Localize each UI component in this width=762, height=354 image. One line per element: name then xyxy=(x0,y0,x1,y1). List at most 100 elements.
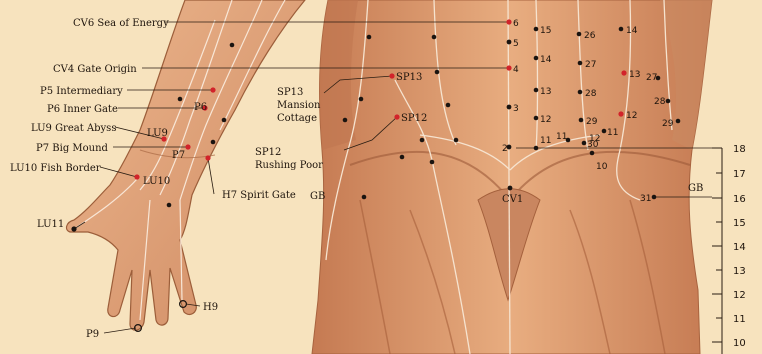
label-sp13-name: Mansion xyxy=(277,100,321,111)
num-spleen: 13 xyxy=(629,70,640,80)
acupoint-marker xyxy=(534,88,539,93)
num-lr11: 11 xyxy=(607,128,618,138)
acupoint-marker xyxy=(367,35,372,40)
label-gb-right: GB xyxy=(688,183,703,194)
scale-tick: 15 xyxy=(733,218,746,229)
acupoint-marker xyxy=(420,138,425,143)
num-gb: 27 xyxy=(646,73,657,83)
acupoint-marker xyxy=(508,186,513,191)
label-sp13-name: Cottage xyxy=(277,113,317,124)
num-cv: 2 xyxy=(502,144,508,154)
num-gb31: 31 xyxy=(640,194,651,204)
acupoint-marker xyxy=(343,118,348,123)
num-kidney: 14 xyxy=(540,55,552,65)
num-kidney: 13 xyxy=(540,87,551,97)
label-h7: H7 Spirit Gate xyxy=(222,190,296,201)
acupoint-marker xyxy=(652,195,657,200)
acupoint-marker xyxy=(579,118,584,123)
num-kidney: 15 xyxy=(540,26,551,36)
acupoint-marker xyxy=(454,138,459,143)
label-lu10: LU10 Fish Border xyxy=(10,163,101,174)
acupoint-marker xyxy=(134,174,139,179)
num-st11: 11 xyxy=(556,132,567,142)
scale-ruler xyxy=(712,148,722,354)
scale-tick: 17 xyxy=(733,169,746,180)
num-cv: 4 xyxy=(513,65,519,75)
label-lu11: LU11 xyxy=(37,219,64,230)
label-sp12-code: SP12 xyxy=(255,147,281,158)
label-h9: H9 xyxy=(203,302,218,313)
scale-tick: 13 xyxy=(733,266,746,277)
num-spleen: 14 xyxy=(626,26,638,36)
acupoint-marker xyxy=(400,155,405,160)
num-kidney: 11 xyxy=(540,136,551,146)
label-p6: P6 Inner Gate xyxy=(47,104,118,115)
acupoint-marker xyxy=(359,97,364,102)
label-cv1: CV1 xyxy=(502,194,523,205)
acupoint-marker xyxy=(389,73,394,78)
acupoint-marker xyxy=(507,40,512,45)
acupoint-marker xyxy=(666,99,671,104)
acupoint-marker xyxy=(435,70,440,75)
acupoint-marker xyxy=(534,116,539,121)
acupoint-marker xyxy=(577,32,582,37)
num-stomach: 27 xyxy=(585,60,596,70)
acupoint-marker xyxy=(618,111,623,116)
acupoint-marker xyxy=(578,61,583,66)
tag-lu10: LU10 xyxy=(143,176,170,187)
num-gb: 28 xyxy=(654,97,666,107)
tag-lu9: LU9 xyxy=(147,128,168,139)
marker-sp13: SP13 xyxy=(396,72,422,83)
acupoint-marker xyxy=(619,27,624,32)
label-sp12-name: Rushing Poor xyxy=(255,160,323,171)
acupoint-marker xyxy=(210,87,215,92)
marker-sp12: SP12 xyxy=(401,113,427,124)
num-lr12: 12 xyxy=(589,134,600,144)
acupoint-marker xyxy=(602,129,607,134)
label-p9: P9 xyxy=(86,329,99,340)
acupoint-marker xyxy=(676,119,681,124)
acupoint-marker xyxy=(506,65,511,70)
acupoint-marker xyxy=(506,19,511,24)
acupoint-marker xyxy=(394,114,399,119)
num-gb: 29 xyxy=(662,119,674,129)
acupoint-marker xyxy=(71,226,76,231)
acupoint-marker xyxy=(578,90,583,95)
acupoint-marker xyxy=(362,195,367,200)
num-cv: 5 xyxy=(513,39,519,49)
label-gb-left: GB xyxy=(310,191,325,202)
num-kidney: 12 xyxy=(540,115,551,125)
scale-tick: 11 xyxy=(733,314,746,325)
acupoint-marker xyxy=(178,97,183,102)
acupoint-marker xyxy=(582,141,587,146)
num-stomach: 28 xyxy=(585,89,597,99)
num-lr10: 10 xyxy=(596,162,608,172)
acupoint-marker xyxy=(446,103,451,108)
acupoint-marker xyxy=(534,146,539,151)
label-p7: P7 Big Mound xyxy=(36,143,109,154)
num-cv: 3 xyxy=(513,104,519,114)
acupoint-marker xyxy=(222,118,227,123)
num-spleen: 12 xyxy=(626,111,637,121)
label-lu9: LU9 Great Abyss xyxy=(31,123,116,134)
acupoint-marker xyxy=(621,70,626,75)
acupoint-marker xyxy=(534,27,539,32)
acupoint-marker xyxy=(534,56,539,61)
scale-tick: 16 xyxy=(733,194,746,205)
acupoint-marker xyxy=(590,151,595,156)
scale-tick: 12 xyxy=(733,290,746,301)
num-stomach: 29 xyxy=(586,117,598,127)
acupoint-marker xyxy=(432,35,437,40)
acupoint-marker xyxy=(185,144,190,149)
acupoint-marker xyxy=(211,140,216,145)
label-cv6: CV6 Sea of Energy xyxy=(73,18,169,29)
acupoint-marker xyxy=(167,203,172,208)
num-cv: 6 xyxy=(513,19,519,29)
label-sp13-code: SP13 xyxy=(277,87,303,98)
acupoint-marker xyxy=(230,43,235,48)
scale-tick: 10 xyxy=(733,338,746,349)
tag-p7: P7 xyxy=(172,150,185,161)
acupoint-marker xyxy=(507,105,512,110)
